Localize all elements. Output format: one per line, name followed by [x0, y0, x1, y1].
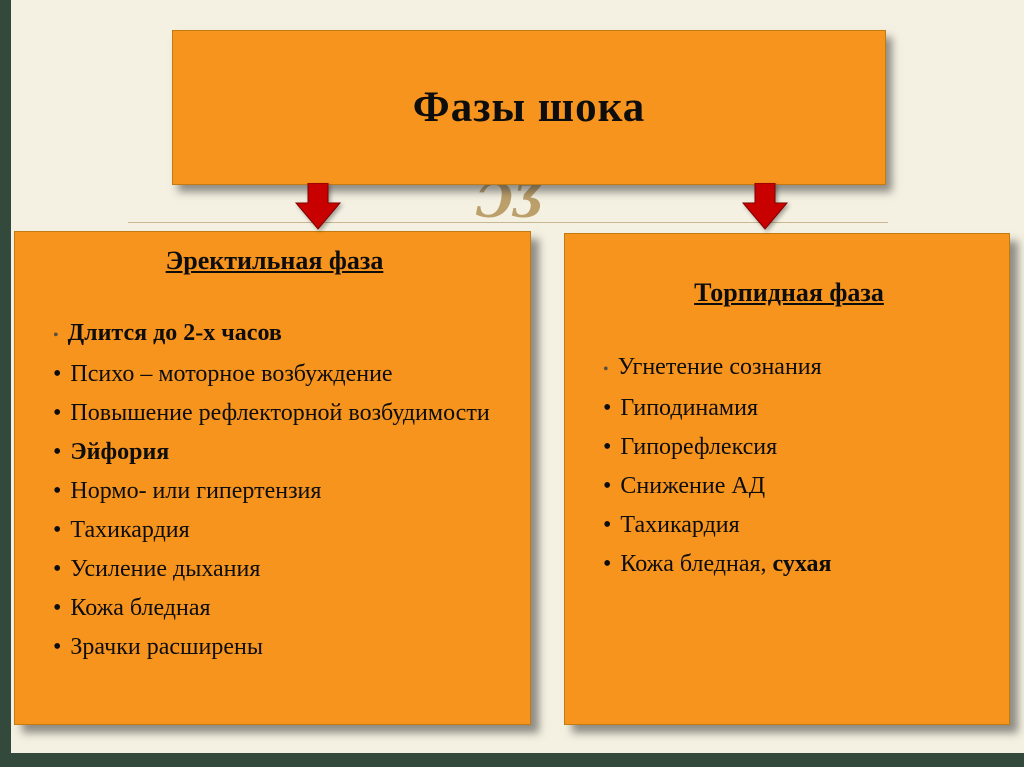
- list-item-text: Гипорефлексия: [620, 434, 778, 460]
- list-item-text: Психо – моторное возбуждение: [70, 361, 393, 387]
- bullet-icon: •: [53, 361, 62, 387]
- bullet-icon: •: [53, 517, 62, 543]
- erectile-phase-box: Эректильная фаза •Длится до 2-х часов•Пс…: [14, 231, 531, 725]
- list-item-text: Эйфория: [70, 439, 170, 465]
- bullet-icon: •: [603, 434, 612, 460]
- bullet-icon: •: [53, 556, 62, 582]
- torpid-phase-header: Торпидная фаза: [694, 278, 884, 307]
- list-item: • Кожа бледная, сухая: [593, 545, 999, 584]
- list-item: • Эйфория: [43, 433, 520, 472]
- list-item-text: Тахикардия: [70, 517, 190, 543]
- bullet-icon: •: [53, 439, 62, 465]
- slide-frame-bottom: [0, 753, 1024, 767]
- list-item: • Кожа бледная: [43, 589, 520, 628]
- list-item-text: сухая: [772, 551, 832, 577]
- bullet-icon: •: [603, 361, 609, 378]
- list-item: • Угнетение сознания: [593, 348, 999, 389]
- bullet-icon: •: [603, 551, 612, 577]
- list-item: • Гиподинамия: [593, 389, 999, 428]
- bullet-icon: •: [53, 634, 62, 660]
- list-item-text: Повышение рефлекторной возбудимости: [70, 400, 490, 426]
- bullet-icon: •: [53, 478, 62, 504]
- list-item-text: Тахикардия: [620, 512, 740, 538]
- list-item: • Нормо- или гипертензия: [43, 472, 520, 511]
- arrow-down-right-icon: [741, 183, 789, 230]
- list-item: • Снижение АД: [593, 467, 999, 506]
- list-item-text: Кожа бледная: [70, 595, 211, 621]
- list-item-text: Усиление дыхания: [70, 556, 261, 582]
- bullet-icon: •: [53, 595, 62, 621]
- list-item-text: Снижение АД: [620, 473, 766, 499]
- list-item: • Зрачки расширены: [43, 628, 520, 667]
- slide-frame-left: [0, 0, 11, 767]
- list-item-text: Гиподинамия: [620, 395, 758, 421]
- bullet-icon: •: [53, 400, 62, 426]
- list-item: • Психо – моторное возбуждение: [43, 355, 520, 394]
- bullet-icon: •: [603, 395, 612, 421]
- list-item: • Гипорефлексия: [593, 428, 999, 467]
- arrow-down-left-icon: [294, 183, 342, 230]
- torpid-phase-box: Торпидная фаза •Угнетение сознания•Гипод…: [564, 233, 1010, 725]
- list-item: • Тахикардия: [593, 506, 999, 545]
- list-item-text: Угнетение сознания: [617, 354, 822, 380]
- list-item-text: Зрачки расширены: [70, 634, 263, 660]
- list-item-text: Нормо- или гипертензия: [70, 478, 322, 504]
- list-item: • Усиление дыхания: [43, 550, 520, 589]
- title-box: Фазы шока: [172, 30, 886, 185]
- divider-line: [128, 222, 888, 223]
- list-item: • Длится до 2-х часов: [43, 314, 520, 355]
- list-item: • Повышение рефлекторной возбудимости: [43, 394, 520, 433]
- torpid-phase-list: •Угнетение сознания•Гиподинамия•Гипорефл…: [579, 348, 999, 584]
- list-item-text: Кожа бледная,: [620, 551, 773, 577]
- erectile-phase-header: Эректильная фаза: [165, 246, 384, 275]
- bullet-icon: •: [603, 512, 612, 538]
- slide-title: Фазы шока: [412, 84, 646, 131]
- erectile-phase-list: •Длится до 2-х часов•Психо – моторное во…: [29, 314, 520, 667]
- bullet-icon: •: [53, 327, 59, 344]
- list-item-text: Длится до 2-х часов: [67, 320, 282, 346]
- list-item: • Тахикардия: [43, 511, 520, 550]
- bullet-icon: •: [603, 473, 612, 499]
